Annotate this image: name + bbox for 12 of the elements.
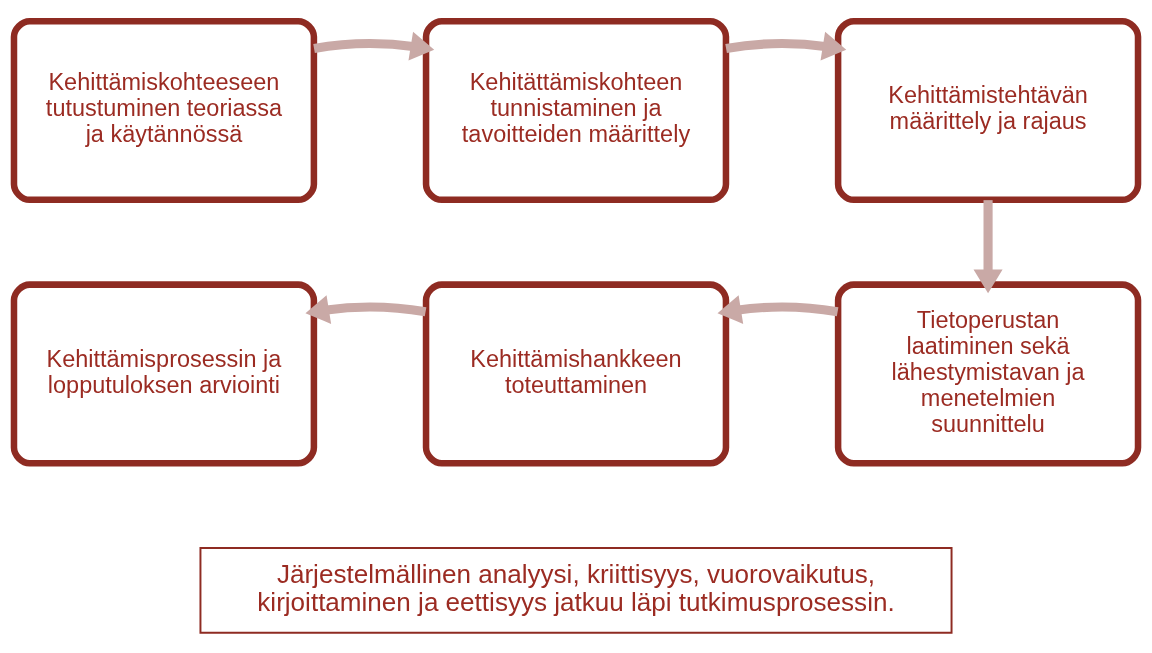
node-box: Tietoperustan laatiminen sekä lähestymistavan ja menetelmien suunnittelu <box>834 280 1142 467</box>
node-box: Kehitättämiskohteen tunnistaminen ja tavoitteiden määrittely <box>422 17 730 203</box>
arrow <box>973 199 1003 293</box>
arrow <box>725 31 847 60</box>
node-box: Kehittämishankkeen toteuttaminen <box>422 280 730 467</box>
arrow <box>313 31 435 60</box>
node-box: Kehittämisprosessin ja lopputuloksen arviointi <box>10 280 318 467</box>
node-box: Järjestelmällinen analyysi, kriittisyys, vuorovaikutus, kirjoittaminen ja eettisyys jatkuu läpi tutkimusprosessin. <box>199 546 953 634</box>
node-box: Kehittämiskohteeseen tutustuminen teoriassa ja käytännössä <box>10 17 318 203</box>
node-box: Kehittämistehtävän määrittely ja rajaus <box>834 17 1142 203</box>
arrow <box>717 294 839 324</box>
arrow <box>305 294 427 324</box>
